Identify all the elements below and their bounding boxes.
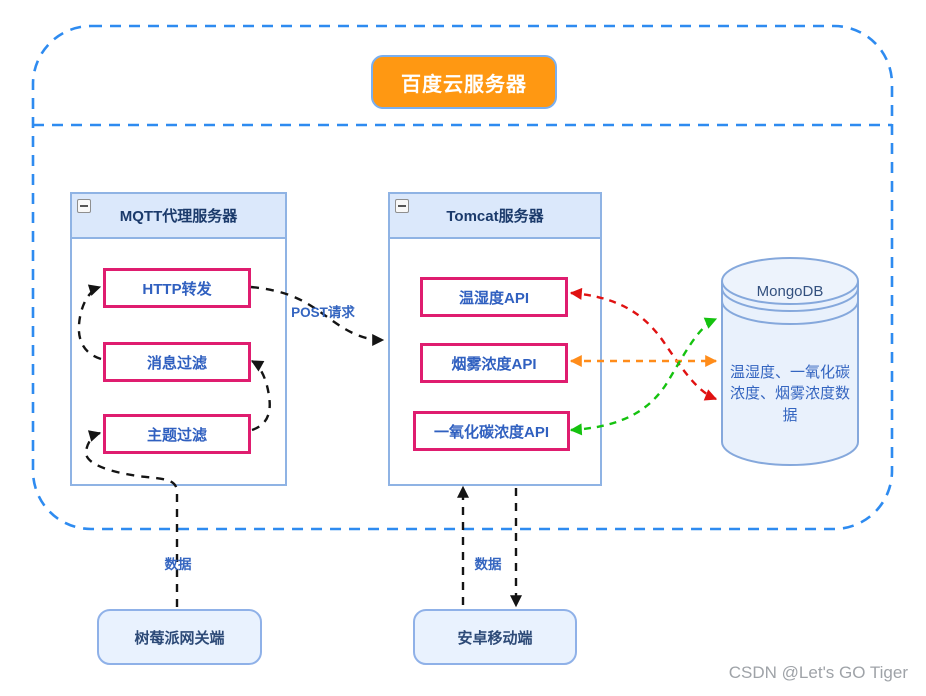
collapse-minus-icon [77, 199, 91, 213]
mongodb-label: MongoDB [756, 283, 824, 300]
cloud-server-badge: 百度云服务器 [371, 55, 557, 109]
node-topic-filter: 主题过滤 [103, 414, 251, 454]
tomcat-server-header: Tomcat服务器 [390, 194, 600, 239]
node-smoke-api-label: 烟雾浓度API [451, 355, 537, 373]
node-android-client-label: 安卓移动端 [457, 629, 533, 647]
node-message-filter-label: 消息过滤 [146, 354, 207, 372]
node-temp-humidity-api-label: 温湿度API [458, 289, 529, 307]
mqtt-broker-title: MQTT代理服务器 [119, 208, 238, 225]
node-temp-humidity-api: 温湿度API [420, 277, 568, 317]
node-raspberry-pi-gateway: 树莓派网关端 [97, 609, 262, 665]
mqtt-broker-header: MQTT代理服务器 [72, 194, 285, 239]
tomcat-server-title: Tomcat服务器 [446, 208, 544, 225]
edge-label-data-left: 数据 [164, 557, 192, 572]
collapse-minus-icon [395, 199, 409, 213]
node-smoke-api: 烟雾浓度API [420, 343, 568, 383]
node-co-api-label: 一氧化碳浓度API [433, 423, 549, 441]
node-topic-filter-label: 主题过滤 [146, 426, 207, 444]
node-http-forward: HTTP转发 [103, 268, 251, 308]
edge-label-post-request: POST请求 [291, 305, 355, 320]
node-android-client: 安卓移动端 [413, 609, 577, 665]
node-http-forward-label: HTTP转发 [142, 280, 212, 298]
node-message-filter: 消息过滤 [103, 342, 251, 382]
node-co-api: 一氧化碳浓度API [413, 411, 570, 451]
node-raspberry-pi-gateway-label: 树莓派网关端 [134, 629, 225, 647]
edge-label-data-middle: 数据 [474, 557, 502, 572]
cloud-server-badge-label: 百度云服务器 [401, 73, 527, 96]
mongodb-content-label: 温湿度、一氧化碳浓度、烟雾浓度数据 [729, 364, 850, 424]
watermark-text: CSDN @Let's GO Tiger [728, 663, 908, 682]
